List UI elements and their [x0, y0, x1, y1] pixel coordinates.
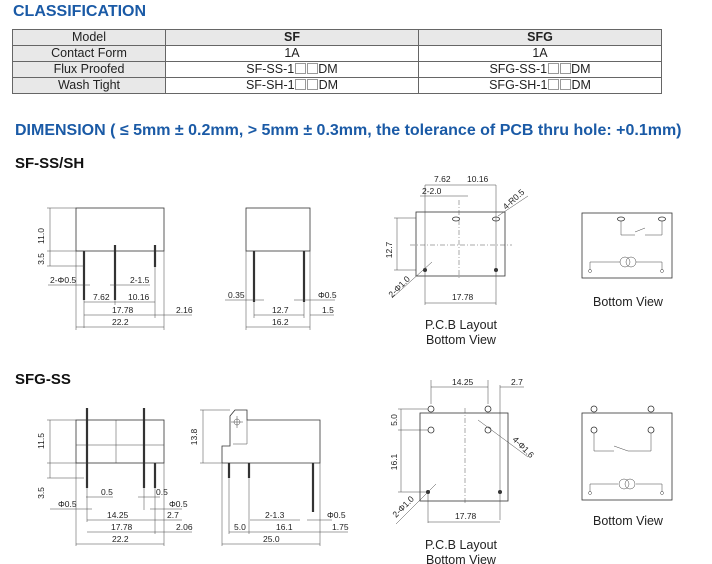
part-prefix: SFG-SH-1: [489, 78, 548, 92]
dim-offset: 1.5: [322, 305, 334, 315]
part-suffix: DM: [571, 78, 591, 92]
placeholder-box: [295, 79, 307, 90]
placeholder-box: [294, 63, 306, 74]
cell-sfg: SFG-SH-1 DM: [418, 77, 662, 94]
placeholder-box: [547, 79, 559, 90]
cell-sf: SF-SH-1 DM: [165, 77, 419, 94]
dim-pitch-1: 7.62: [93, 292, 110, 302]
dim-width: 16.2: [272, 317, 289, 327]
dim-pitch: 12.7: [272, 305, 289, 315]
dim-pitch-2: 10.16: [128, 292, 150, 302]
dimension-heading: DIMENSION ( ≤ 5mm ± 0.2mm, > 5mm ± 0.3mm…: [15, 122, 682, 139]
dim-radius: 4-R0.5: [501, 187, 527, 212]
sf-side-view: 11.0 3.5 2-Φ0.5 2-1.5 7.62 10.16 17.78 2…: [36, 207, 193, 330]
pcb-hole-icon: [426, 405, 502, 494]
dim-width: 22.2: [112, 317, 129, 327]
dim-a: 5.0: [234, 522, 246, 532]
dim-offset: 1.75: [332, 522, 349, 532]
dim-vertical-1: 5.0: [389, 414, 399, 426]
dim-height: 11.5: [36, 433, 46, 449]
dim-pin-dia: 2-Φ0.5: [50, 275, 76, 285]
part-suffix: DM: [318, 62, 338, 76]
dim-slot: 2-2.0: [422, 186, 442, 196]
dim-height: 12.7: [384, 241, 394, 258]
placeholder-box: [547, 63, 559, 74]
dim-offset: 2.16: [176, 305, 193, 315]
pcb-caption-bottom: Bottom View: [426, 553, 497, 564]
dim-pitch-2: 10.16: [467, 174, 489, 184]
dim-pitch-1: 7.62: [434, 174, 451, 184]
dim-width: 22.2: [112, 534, 129, 544]
dim-hole: 2-Φ1.0: [390, 494, 416, 520]
dim-offset: 2.06: [176, 522, 193, 532]
table-header-row: Model SF SFG: [12, 29, 662, 46]
dim-pitch-1: 14.25: [452, 377, 474, 387]
pcb-caption: P.C.B Layout: [425, 318, 498, 332]
dim-slot: 2-1.3: [265, 510, 285, 520]
dim-span: 17.78: [112, 305, 134, 315]
dim-span: 17.78: [455, 511, 477, 521]
dim-span: 17.78: [452, 292, 474, 302]
pcb-caption-bottom: Bottom View: [426, 333, 497, 347]
dim-dia-2: Φ0.5: [169, 499, 188, 509]
classification-heading: CLASSIFICATION: [13, 3, 147, 20]
dim-pin-length: 3.5: [36, 253, 46, 265]
dim-hole: 2-Φ1.0: [386, 274, 412, 300]
part-prefix: SFG-SS-1: [489, 62, 548, 76]
pcb-caption: P.C.B Layout: [425, 538, 498, 552]
sfg-pcb-layout: 14.25 2.7 5.0 16.1 4-Φ1.6 2-Φ1.0 17.78 P…: [389, 377, 536, 564]
dim-pitch-2: 2.7: [511, 377, 523, 387]
header-sfg: SFG: [418, 29, 662, 46]
placeholder-box: [307, 79, 319, 90]
part-suffix: DM: [318, 78, 339, 92]
dim-slot: 2-1.5: [130, 275, 150, 285]
sfg-bottom-view: Bottom View: [581, 405, 673, 528]
table-row: Wash Tight SF-SH-1 DM SFG-SH-1 DM: [12, 77, 662, 94]
table-row: Contact Form 1A 1A: [12, 45, 662, 62]
header-sf: SF: [165, 29, 419, 46]
dim-vertical-2: 16.1: [389, 453, 399, 470]
sfg-section-title: SFG-SS: [15, 371, 71, 388]
dim-b: 16.1: [276, 522, 293, 532]
dim-width: 25.0: [263, 534, 280, 544]
dim-height: 11.0: [36, 228, 46, 244]
placeholder-box: [559, 63, 571, 74]
dim-dia-1: Φ0.5: [58, 499, 77, 509]
dim-pin-dia: Φ0.5: [327, 510, 346, 520]
classification-table: Model SF SFG Contact Form 1A 1A Flux Pro…: [12, 29, 662, 94]
part-suffix: DM: [571, 62, 591, 76]
part-prefix: SF-SS-1: [246, 62, 295, 76]
dim-height: 13.8: [189, 428, 199, 445]
dim-thickness-1: 0.5: [101, 487, 113, 497]
coil-icon: [619, 256, 637, 268]
sf-bottom-view: Bottom View: [581, 212, 673, 309]
bottom-view-caption: Bottom View: [593, 514, 664, 528]
sfg-side-view: 11.5 3.5 0.5 0.5 Φ0.5 Φ0.5 14.25 2.7 17.…: [36, 408, 193, 546]
placeholder-box: [306, 63, 318, 74]
mounting-hole-icon: [231, 416, 243, 428]
dim-span: 17.78: [111, 522, 133, 532]
dim-pitch-1: 14.25: [107, 510, 129, 520]
dim-pitch-2: 2.7: [167, 510, 179, 520]
coil-icon: [618, 478, 636, 490]
dim-thickness-2: 0.5: [156, 487, 168, 497]
sfg-end-view: 13.8 2-1.3 Φ0.5 5.0 16.1 1.75 25.0: [189, 409, 349, 546]
placeholder-box: [559, 79, 571, 90]
header-model: Model: [12, 29, 166, 46]
bottom-view-caption: Bottom View: [593, 295, 664, 309]
cell-sfg: SFG-SS-1 DM: [418, 61, 662, 78]
sf-end-view: 0.35 Φ0.5 12.7 1.5 16.2: [225, 207, 337, 330]
dim-pin-length: 3.5: [36, 487, 46, 499]
sf-pcb-layout: 7.62 10.16 2-2.0 4-R0.5 12.7 2-Φ1.0 17.7…: [384, 174, 529, 347]
sf-section-title: SF-SS/SH: [15, 155, 85, 172]
part-prefix: SF-SH-1: [245, 78, 295, 92]
row-label: Wash Tight: [12, 77, 166, 94]
dim-pin-dia: Φ0.5: [318, 290, 337, 300]
dim-thickness: 0.35: [228, 290, 245, 300]
